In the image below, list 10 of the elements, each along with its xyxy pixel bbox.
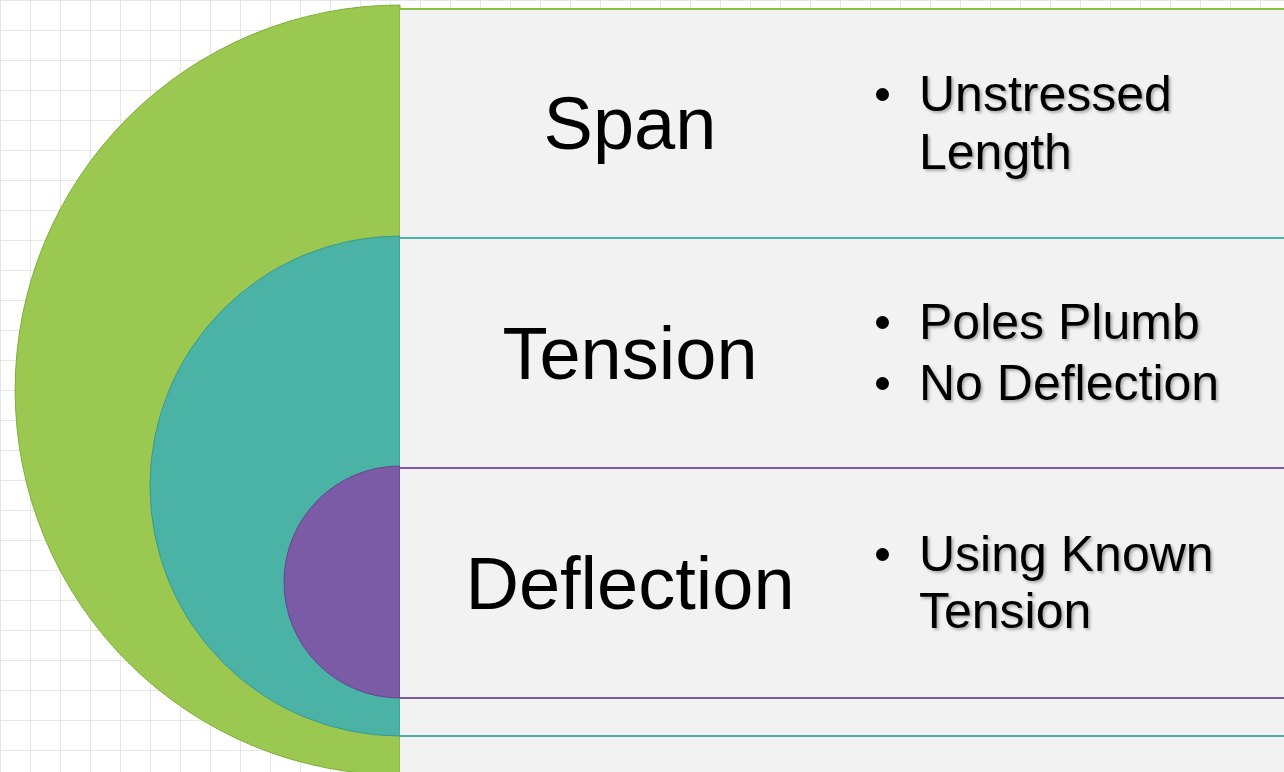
bullet-text: Using Known Tension xyxy=(919,525,1215,641)
heading: Tension xyxy=(501,310,759,396)
heading: Span xyxy=(542,81,718,166)
band xyxy=(400,8,1284,237)
heading: Deflection xyxy=(464,540,796,626)
band xyxy=(400,237,1284,467)
bullet-text: Unstressed Length xyxy=(919,66,1173,181)
band xyxy=(400,467,1284,697)
bullet-text: No Deflection xyxy=(919,355,1221,413)
bullet-text: Poles Plumb xyxy=(919,293,1201,351)
